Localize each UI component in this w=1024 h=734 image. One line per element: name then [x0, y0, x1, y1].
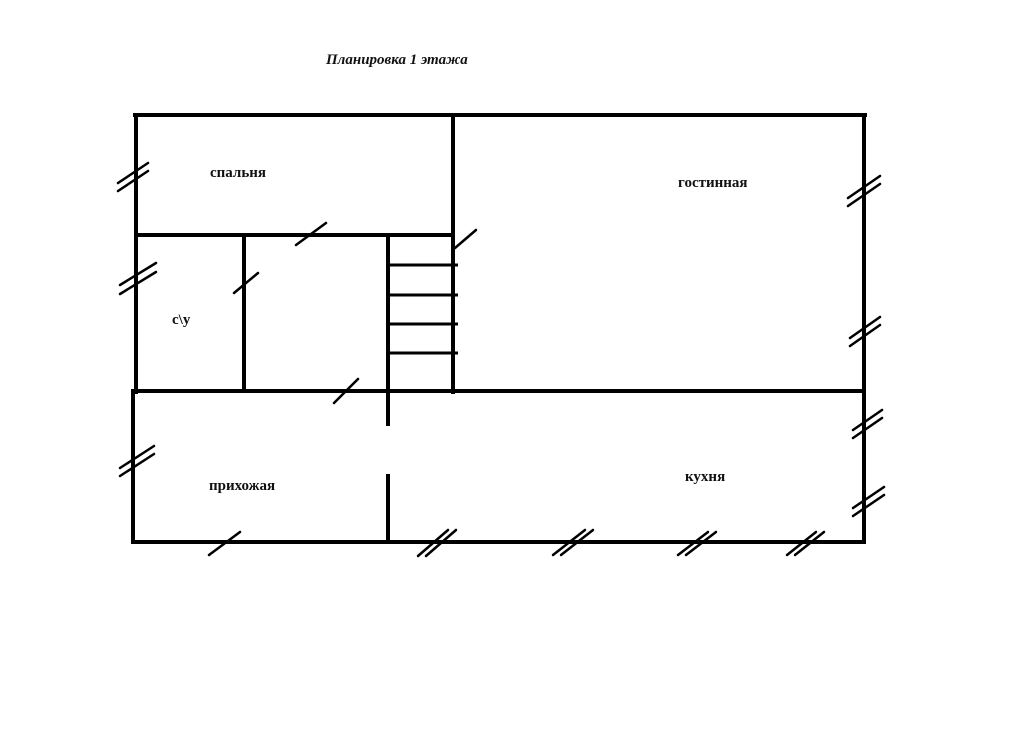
window-mark [424, 528, 458, 558]
plan-title: Планировка 1 этажа [325, 52, 468, 68]
room-label-bedroom: спальня [210, 165, 266, 181]
window-mark [846, 174, 882, 200]
door-mark [232, 271, 260, 295]
window-mark [118, 444, 156, 470]
room-label-bathroom: с\у [172, 312, 191, 328]
window-mark [851, 408, 884, 432]
window-mark [848, 323, 882, 348]
window-mark [559, 528, 595, 557]
window-mark [851, 485, 886, 510]
window-mark [851, 416, 884, 440]
door-mark [332, 377, 360, 405]
room-label-hallway: прихожая [209, 478, 275, 494]
window-mark [551, 528, 587, 557]
window-mark [793, 530, 826, 557]
staircase [388, 263, 458, 355]
door-mark [453, 228, 478, 250]
window-mark [684, 530, 718, 557]
window-mark [676, 530, 710, 557]
window-mark [116, 161, 150, 185]
window-mark [851, 493, 886, 518]
window-mark [846, 182, 882, 208]
window-mark [785, 530, 818, 557]
window-mark [118, 452, 156, 478]
door-mark [207, 530, 242, 557]
door-mark [294, 221, 328, 247]
doors [207, 221, 478, 557]
windows [116, 161, 886, 558]
window-mark [116, 169, 150, 193]
window-mark [118, 270, 158, 296]
window-mark [416, 528, 450, 558]
walls [131, 113, 867, 544]
window-mark [848, 315, 882, 340]
room-label-kitchen: кухня [685, 469, 725, 485]
room-label-living-room: гостинная [678, 175, 748, 191]
window-mark [118, 261, 158, 287]
